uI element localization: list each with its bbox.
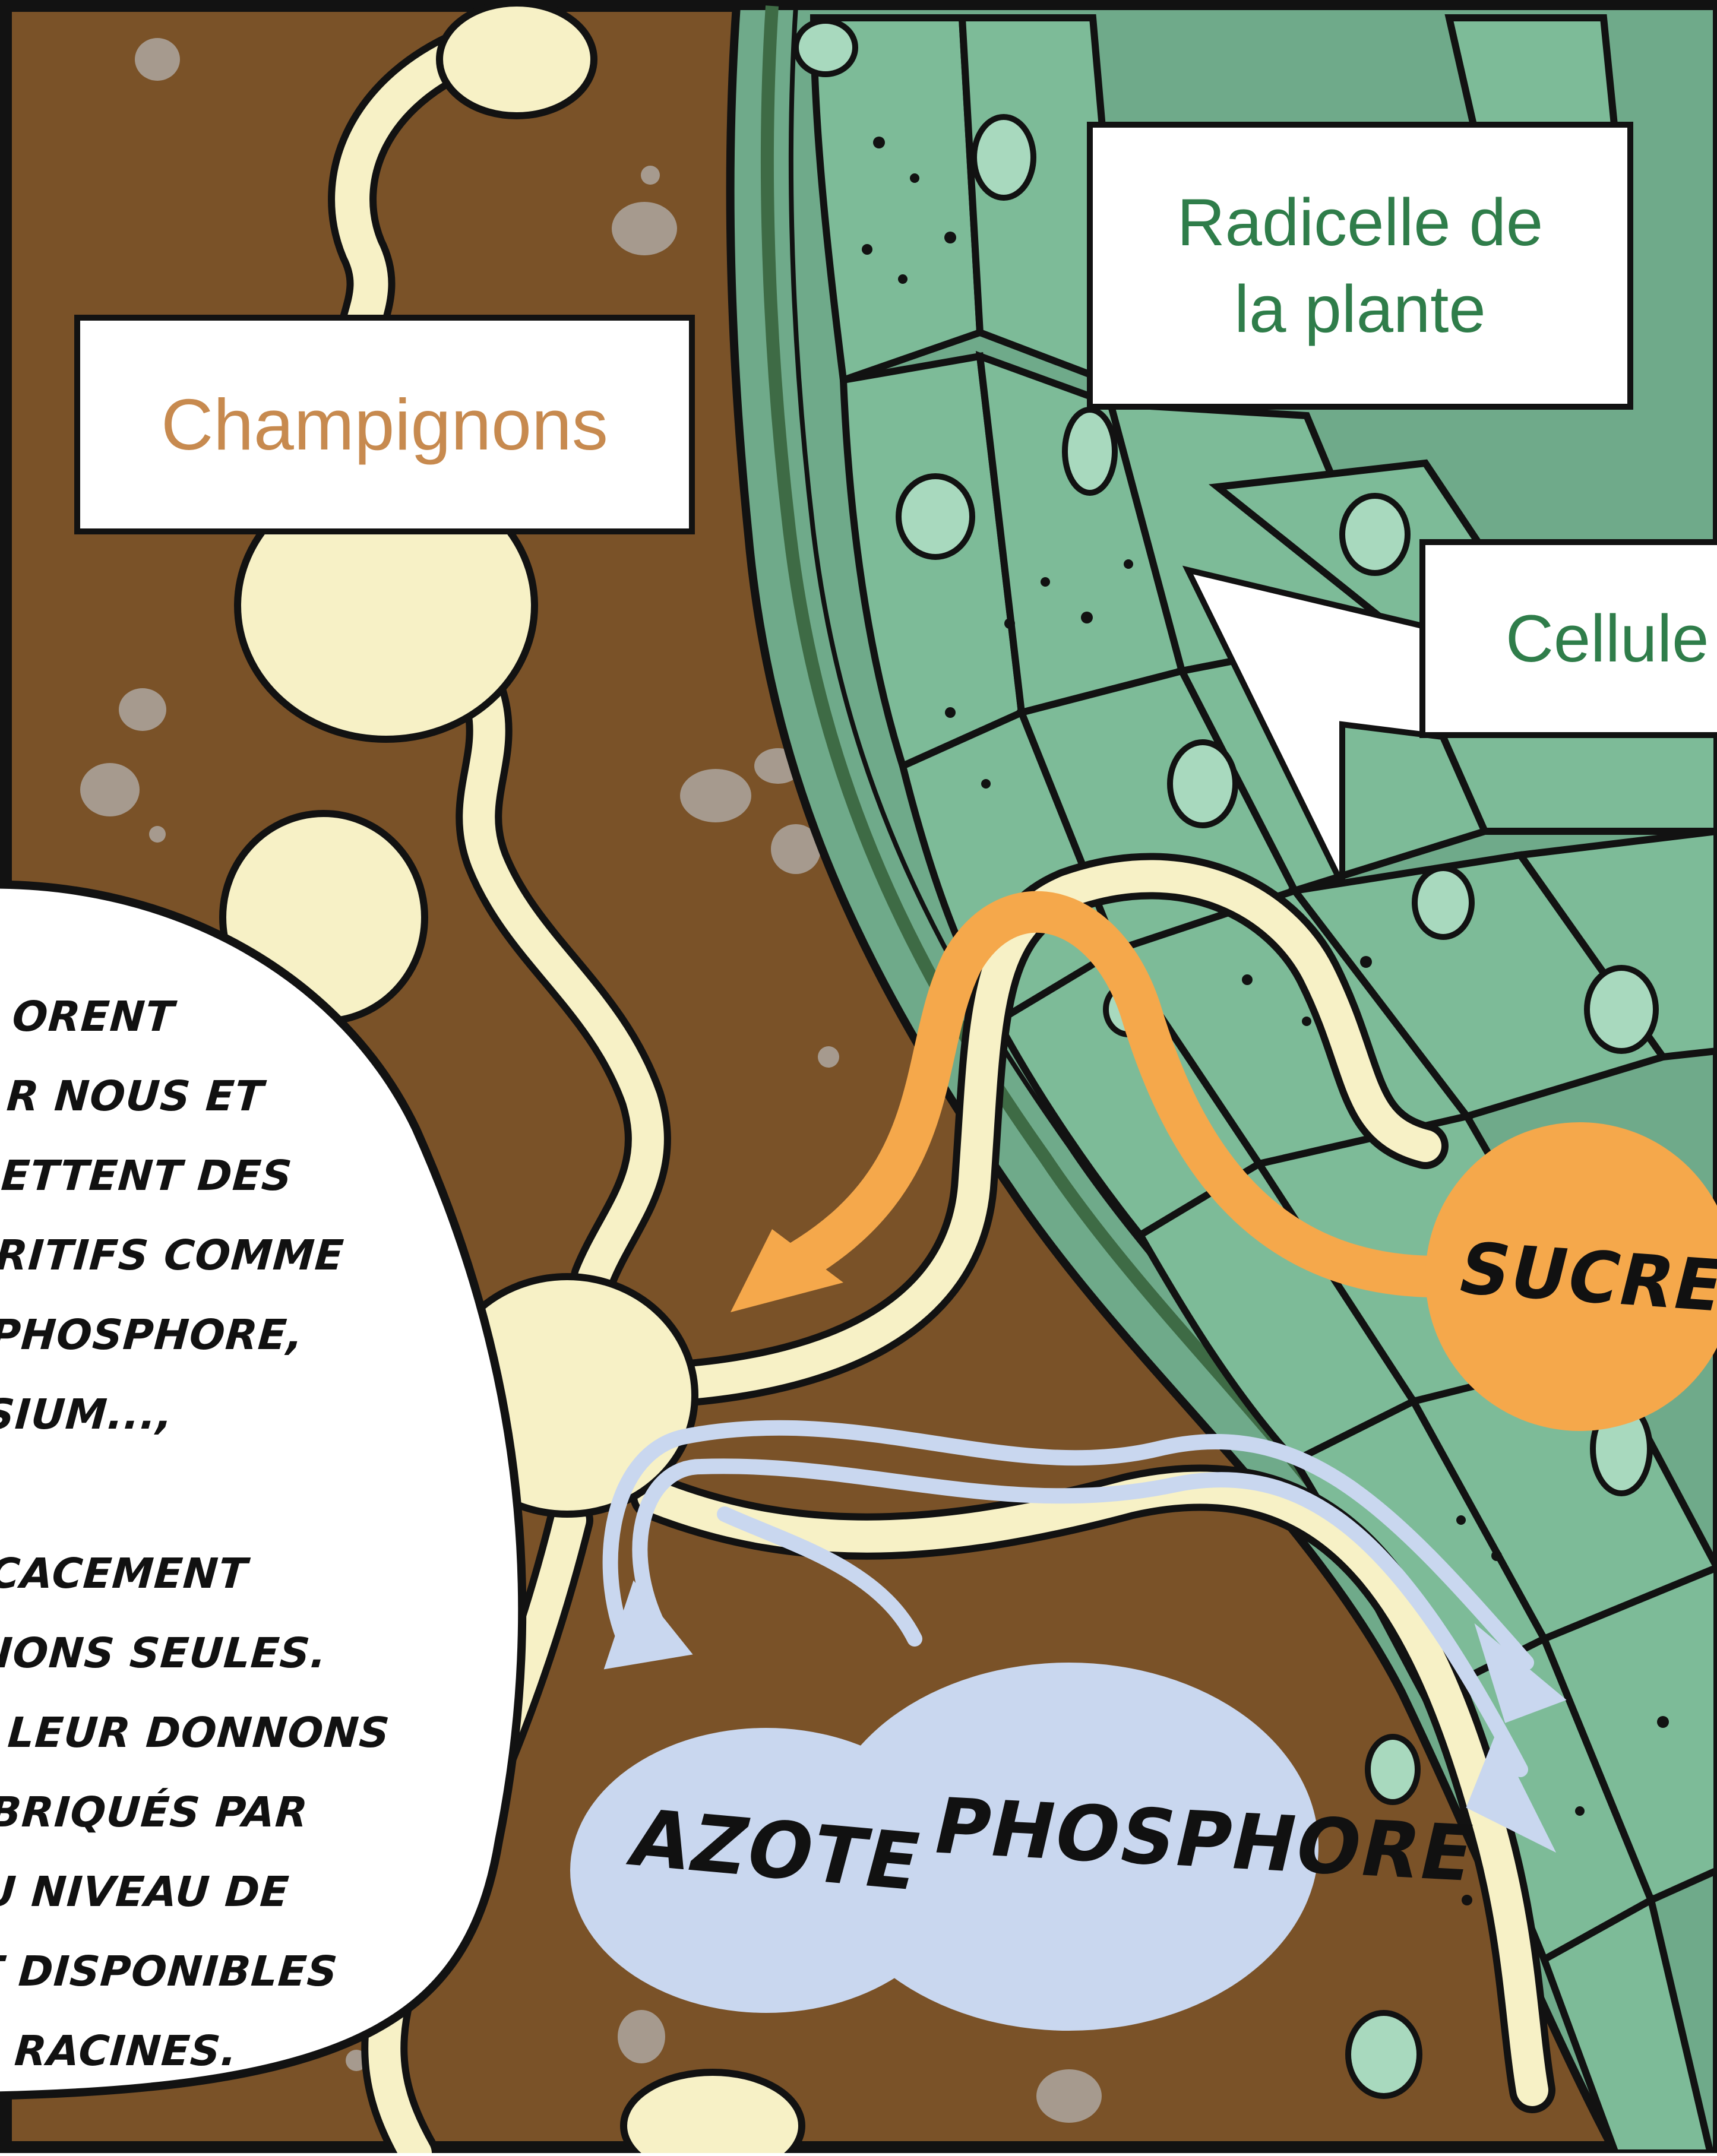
caption-rootlet-text: Radicelle de la plante: [1177, 179, 1543, 352]
speech-bubble-text: ORENT R NOUS ET ETTENT DES RITIFS COMME …: [0, 977, 443, 2091]
caption-cells-text: Cellule: [1506, 600, 1709, 677]
caption-rootlet: Radicelle de la plante: [1087, 122, 1633, 410]
caption-fungi: Champignons: [74, 315, 695, 534]
caption-fungi-text: Champignons: [161, 383, 608, 466]
caption-cells: Cellule: [1419, 539, 1717, 738]
